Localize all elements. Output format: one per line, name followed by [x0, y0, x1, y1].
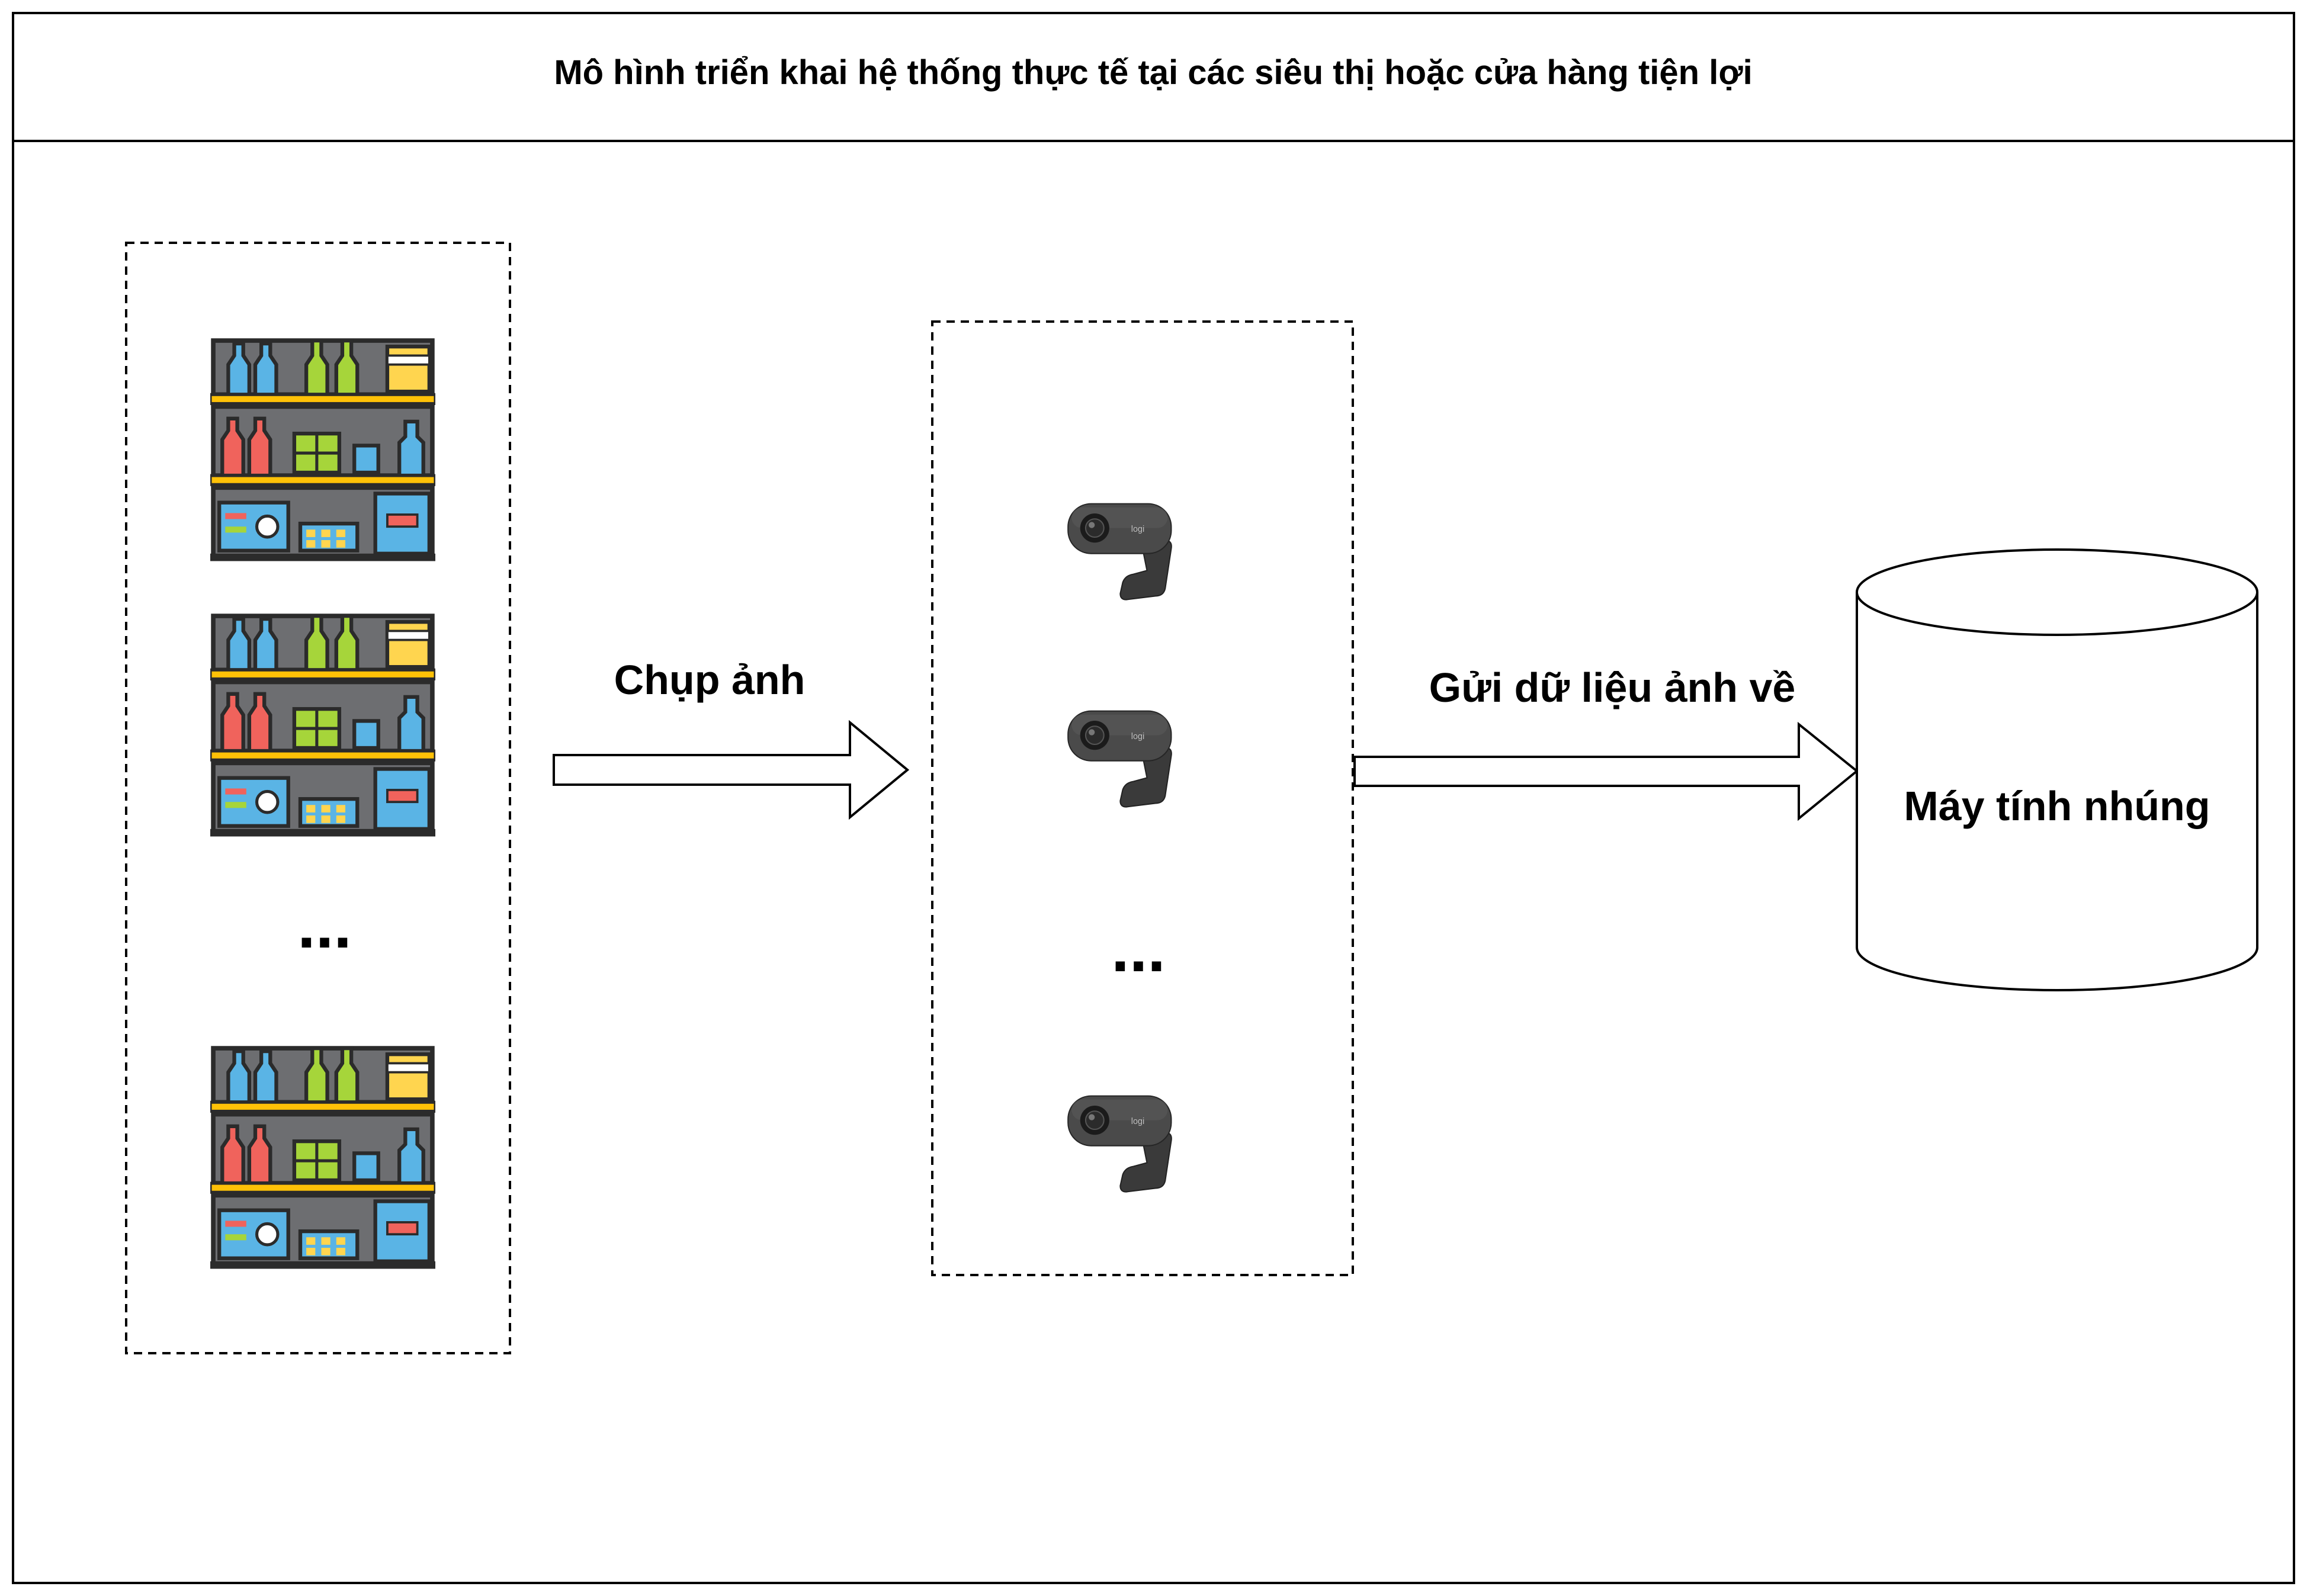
shelf-icon	[210, 341, 435, 561]
shelf-icon	[210, 616, 435, 836]
send-arrow	[1353, 721, 1859, 821]
cameras-ellipsis: ...	[1111, 913, 1166, 985]
shelf-icon	[210, 1048, 435, 1269]
diagram-title: Mô hình triển khai hệ thống thực tế tại …	[554, 53, 1752, 92]
send-arrow-label: Gửi dữ liệu ảnh về	[1429, 664, 1796, 711]
capture-arrow	[553, 720, 910, 820]
cameras-group-box	[931, 320, 1354, 1276]
cylinder-top	[1856, 548, 2258, 636]
shelves-ellipsis: ...	[297, 889, 352, 962]
cylinder-body	[1856, 592, 2258, 991]
capture-arrow-label: Chụp ảnh	[614, 657, 806, 703]
computer-label: Máy tính nhúng	[1904, 783, 2210, 829]
shelves-group-box	[125, 242, 511, 1354]
embedded-computer: Máy tính nhúng	[1856, 548, 2258, 991]
